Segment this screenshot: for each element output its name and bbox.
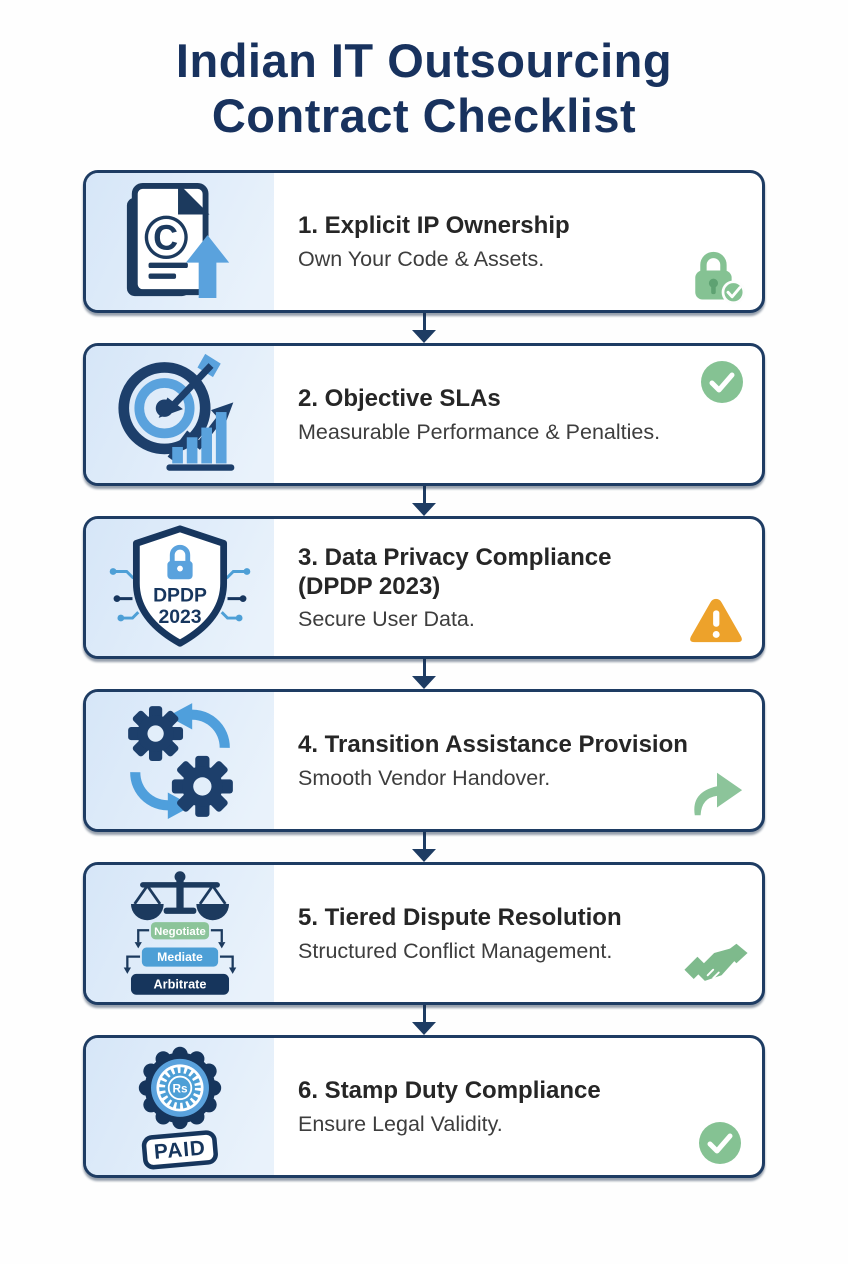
card-transition-assistance: 4. Transition Assistance Provision Smoot… xyxy=(83,688,765,832)
tier-arbitrate-label: Arbitrate xyxy=(154,977,207,992)
card-objective-slas: 2. Objective SLAs Measurable Performance… xyxy=(83,342,765,486)
card-subtitle: Secure User Data. xyxy=(298,607,475,632)
card-title-line2: (DPDP 2023) xyxy=(298,572,441,600)
card-title: 6. Stamp Duty Compliance xyxy=(298,1076,601,1104)
target-arrow-growth-chart-icon xyxy=(86,345,274,483)
copyright-document-upload-icon: © xyxy=(86,172,274,310)
card-subtitle: Measurable Performance & Penalties. xyxy=(298,420,661,445)
gears-cycle-icon xyxy=(86,691,274,829)
tier-mediate-label: Mediate xyxy=(157,951,203,965)
flow-arrow xyxy=(412,312,436,343)
dpdp-shield-circuit-icon: DPDP 2023 xyxy=(86,518,274,656)
check-circle-icon xyxy=(698,358,746,406)
card-subtitle: Structured Conflict Management. xyxy=(298,939,613,964)
stamp-currency-label: Rs xyxy=(172,1083,187,1096)
card-text: 6. Stamp Duty Compliance Ensure Legal Va… xyxy=(274,1038,762,1175)
card-title: 5. Tiered Dispute Resolution xyxy=(298,903,622,931)
card-data-privacy-compliance: DPDP 2023 3. Data Privacy Compliance (DP… xyxy=(83,515,765,659)
justice-scale-tiers-icon: Negotiate Mediate Arbitrate xyxy=(86,864,274,1002)
warning-triangle-icon xyxy=(688,596,744,646)
page-title-line1: Indian IT Outsourcing xyxy=(175,34,673,87)
shield-text-line1: DPDP xyxy=(153,585,207,607)
tier-negotiate-label: Negotiate xyxy=(154,926,206,938)
flow-arrow xyxy=(412,658,436,689)
flow-arrow xyxy=(412,485,436,516)
shield-text-line2: 2023 xyxy=(158,606,201,628)
flow-arrow xyxy=(412,1004,436,1035)
lock-verified-icon xyxy=(688,246,748,304)
rupee-paid-stamp-icon: Rs PAID xyxy=(86,1037,274,1175)
card-text: 1. Explicit IP Ownership Own Your Code &… xyxy=(274,173,762,310)
card-stamp-duty-compliance: Rs PAID 6. Stamp Duty Compliance Ensure … xyxy=(83,1034,765,1178)
card-text: 5. Tiered Dispute Resolution Structured … xyxy=(274,865,762,1002)
card-subtitle: Smooth Vendor Handover. xyxy=(298,766,551,791)
stamp-paid-label: PAID xyxy=(153,1137,207,1164)
copyright-glyph: © xyxy=(144,204,189,272)
card-explicit-ip-ownership: © 1. Explicit IP Ownership Own Your Code… xyxy=(83,169,765,313)
page-title: Indian IT Outsourcing Contract Checklist xyxy=(0,0,848,144)
card-subtitle: Ensure Legal Validity. xyxy=(298,1112,503,1137)
flow-arrow xyxy=(412,831,436,862)
card-title: 1. Explicit IP Ownership xyxy=(298,211,570,239)
checklist: © 1. Explicit IP Ownership Own Your Code… xyxy=(83,169,765,1178)
forward-arrow-icon xyxy=(686,765,748,821)
handshake-icon xyxy=(684,940,748,992)
card-subtitle: Own Your Code & Assets. xyxy=(298,247,545,272)
card-text: 3. Data Privacy Compliance (DPDP 2023) S… xyxy=(274,519,762,656)
card-text: 4. Transition Assistance Provision Smoot… xyxy=(274,692,762,829)
page-title-line2: Contract Checklist xyxy=(211,88,637,142)
card-title: 4. Transition Assistance Provision xyxy=(298,730,688,758)
card-tiered-dispute-resolution: Negotiate Mediate Arbitrate 5. Tiered Di… xyxy=(83,861,765,1005)
card-title: 2. Objective SLAs xyxy=(298,384,501,412)
card-text: 2. Objective SLAs Measurable Performance… xyxy=(274,346,762,483)
check-circle-icon xyxy=(696,1119,744,1167)
card-title: 3. Data Privacy Compliance xyxy=(298,543,612,571)
